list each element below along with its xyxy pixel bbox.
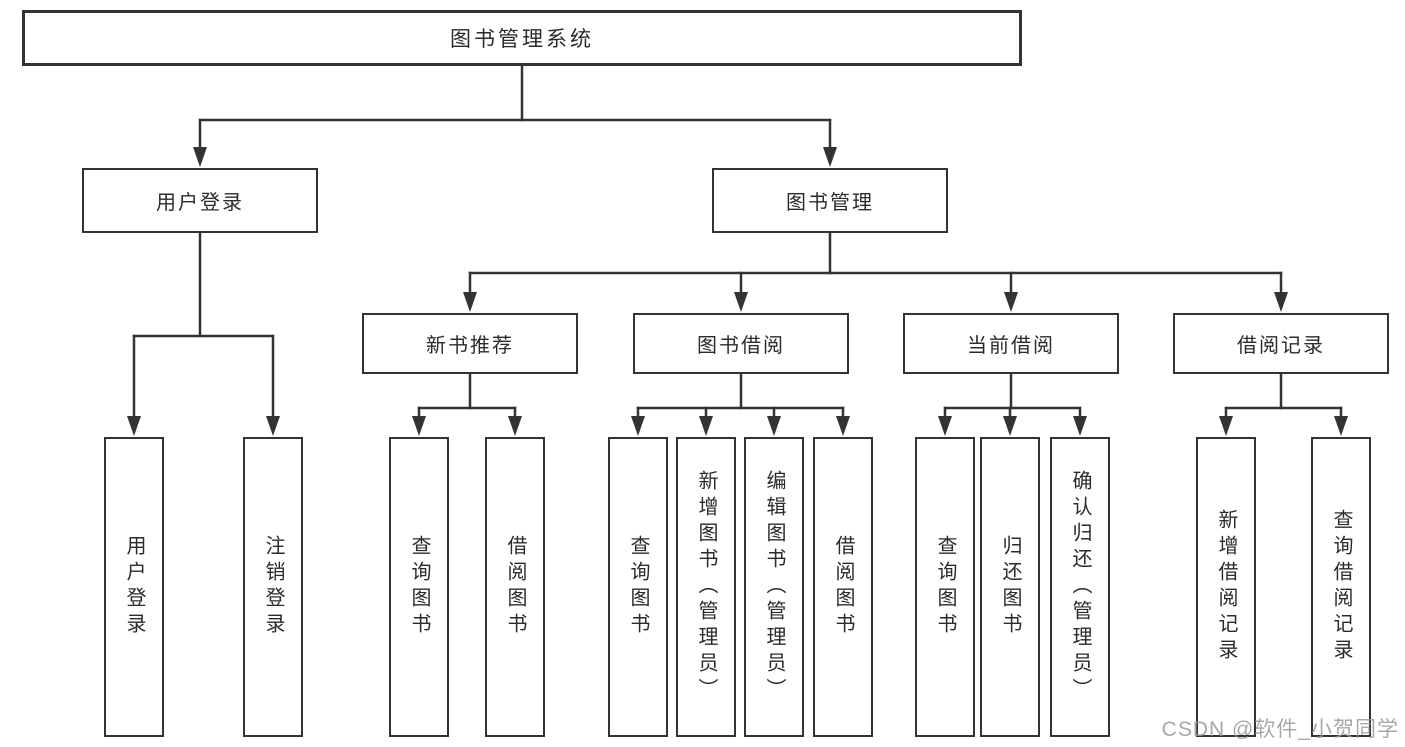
- node-borrowing-records-label: 借阅记录: [1237, 335, 1325, 357]
- leaf-logout: 注销登录: [243, 437, 303, 737]
- connector-user-login-children: [127, 231, 280, 436]
- node-book-management: 图书管理: [712, 168, 948, 233]
- node-book-management-label: 图书管理: [786, 192, 874, 214]
- leaf-search-books-borrowing: 查询图书: [608, 437, 668, 737]
- node-library-system: 图书管理系统: [22, 10, 1022, 66]
- node-library-system-label: 图书管理系统: [450, 28, 594, 51]
- node-book-borrowing: 图书借阅: [633, 313, 849, 374]
- leaf-borrow-books-borrowing: 借阅图书: [813, 437, 873, 737]
- node-new-book-recommendation-label: 新书推荐: [426, 335, 514, 357]
- node-book-borrowing-label: 图书借阅: [697, 335, 785, 357]
- connector-root-to-level2: [193, 64, 837, 167]
- leaf-search-books-recommend: 查询图书: [389, 437, 449, 737]
- connector-book-borrowing-children: [631, 372, 850, 436]
- node-user-login: 用户登录: [82, 168, 318, 233]
- csdn-watermark: CSDN @软件_小贺同学: [1161, 718, 1399, 741]
- leaf-add-books-admin: 新增图书（管理员）: [676, 437, 736, 737]
- node-user-login-label: 用户登录: [156, 192, 244, 214]
- leaf-confirm-return-admin: 确认归还（管理员）: [1050, 437, 1110, 737]
- leaf-add-borrow-record: 新增借阅记录: [1196, 437, 1256, 737]
- leaf-edit-books-admin: 编辑图书（管理员）: [744, 437, 804, 737]
- node-new-book-recommendation: 新书推荐: [362, 313, 578, 374]
- leaf-search-borrow-record: 查询借阅记录: [1311, 437, 1371, 737]
- connector-borrowing-records-children: [1219, 372, 1348, 436]
- leaf-user-login: 用户登录: [104, 437, 164, 737]
- node-borrowing-records: 借阅记录: [1173, 313, 1389, 374]
- connector-new-book-children: [412, 372, 522, 436]
- connector-current-borrowing-children: [938, 372, 1087, 436]
- leaf-borrow-books-recommend: 借阅图书: [485, 437, 545, 737]
- connector-book-management-children: [463, 231, 1288, 312]
- leaf-search-books-current: 查询图书: [915, 437, 975, 737]
- leaf-return-books: 归还图书: [980, 437, 1040, 737]
- node-current-borrowing-label: 当前借阅: [967, 335, 1055, 357]
- node-current-borrowing: 当前借阅: [903, 313, 1119, 374]
